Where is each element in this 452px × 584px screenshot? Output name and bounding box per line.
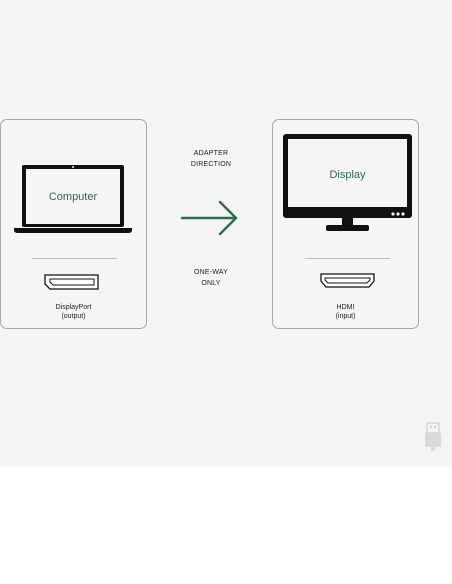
computer-screen-label: Computer [48, 191, 98, 203]
target-port-role: (input) [335, 313, 356, 320]
diagram-panel: Computer DisplayPort (output) ADAPTER DI… [0, 0, 452, 466]
target-port-name: HDMI [336, 304, 355, 311]
right-arrow-icon [180, 200, 238, 236]
source-port-role: (output) [61, 313, 86, 320]
card-divider [305, 258, 390, 259]
direction-line-2: DIRECTION [190, 161, 232, 168]
card-divider [32, 258, 117, 259]
one-way-label: ONE-WAY ONLY [160, 267, 262, 289]
source-port-label: DisplayPort (output) [1, 303, 146, 321]
hdmi-icon [320, 273, 375, 288]
usb-plug-icon [425, 422, 441, 451]
monitor-icon [283, 134, 412, 231]
source-port-name: DisplayPort [55, 304, 92, 311]
direction-line-1: ADAPTER [193, 150, 229, 157]
display-screen-label: Display [329, 169, 366, 181]
displayport-icon [44, 274, 99, 290]
mode-line-2: ONLY [201, 280, 221, 287]
laptop-icon [14, 165, 132, 233]
source-device-card: Computer DisplayPort (output) [0, 119, 147, 329]
target-device-card: Display HDMI (input) [272, 119, 419, 329]
adapter-direction-label: ADAPTER DIRECTION [160, 148, 262, 170]
target-port-label: HDMI (input) [273, 303, 418, 321]
mode-line-1: ONE-WAY [193, 269, 229, 276]
